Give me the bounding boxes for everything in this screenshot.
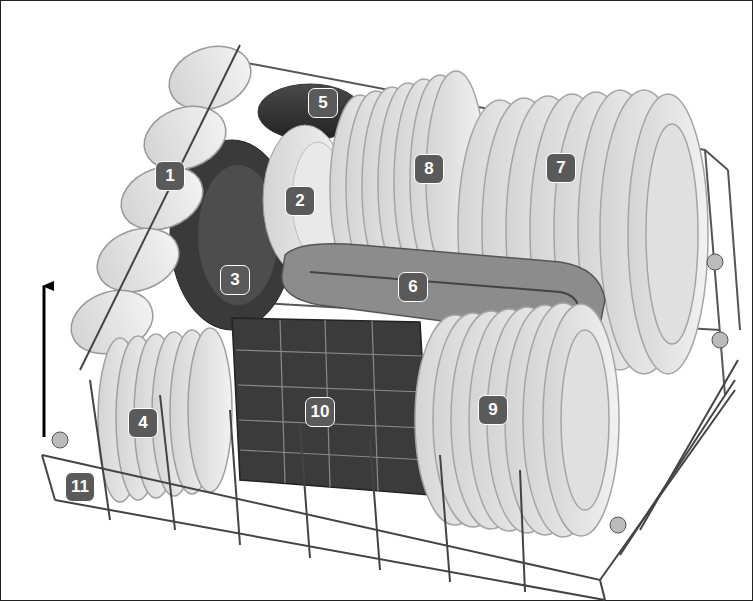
callout-number: 4 <box>128 408 158 438</box>
rack-wheels <box>52 254 728 533</box>
rack-front <box>42 360 738 600</box>
plate-stack-4 <box>98 328 232 502</box>
callout-number: 6 <box>398 272 428 302</box>
cups <box>62 35 259 364</box>
callout-number: 5 <box>308 88 338 118</box>
callout-number: 9 <box>478 395 508 425</box>
callout-number: 3 <box>220 265 250 295</box>
callout-number: 8 <box>414 154 444 184</box>
plate-stack-9 <box>415 303 619 537</box>
cutlery-basket-grid <box>236 320 428 491</box>
callout-number: 11 <box>65 472 95 502</box>
cutlery-basket <box>232 318 430 495</box>
direction-arrow <box>43 286 46 437</box>
callout-number: 7 <box>546 153 576 183</box>
callout-number: 2 <box>285 186 315 216</box>
cup-rail <box>80 45 240 370</box>
callout-number: 10 <box>305 397 335 427</box>
callout-number: 1 <box>155 161 185 191</box>
